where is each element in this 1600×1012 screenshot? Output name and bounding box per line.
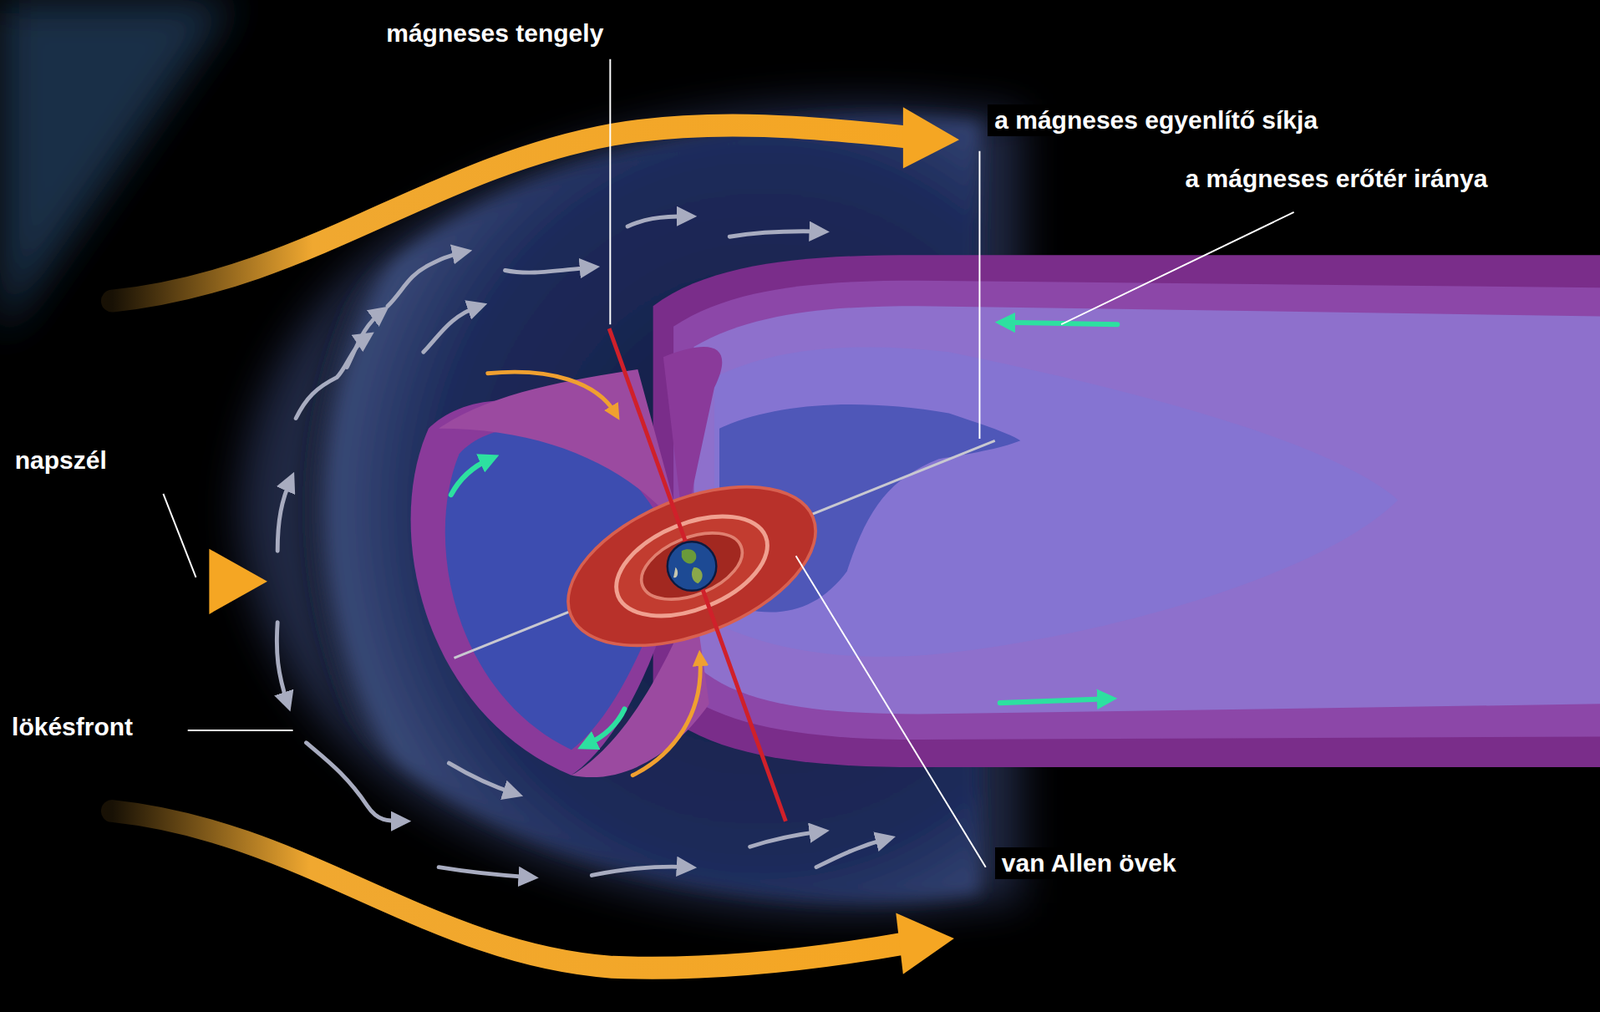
equator-label: a mágneses egyenlítő síkja xyxy=(987,104,1325,138)
axis-label: mágneses tengely xyxy=(379,17,610,51)
bow-shock-label: lökésfront xyxy=(5,711,140,744)
field-direction-label: a mágneses erőtér iránya xyxy=(1178,162,1495,196)
van-allen-label: van Allen övek xyxy=(995,847,1184,880)
solar-wind-label: napszél xyxy=(8,444,114,478)
